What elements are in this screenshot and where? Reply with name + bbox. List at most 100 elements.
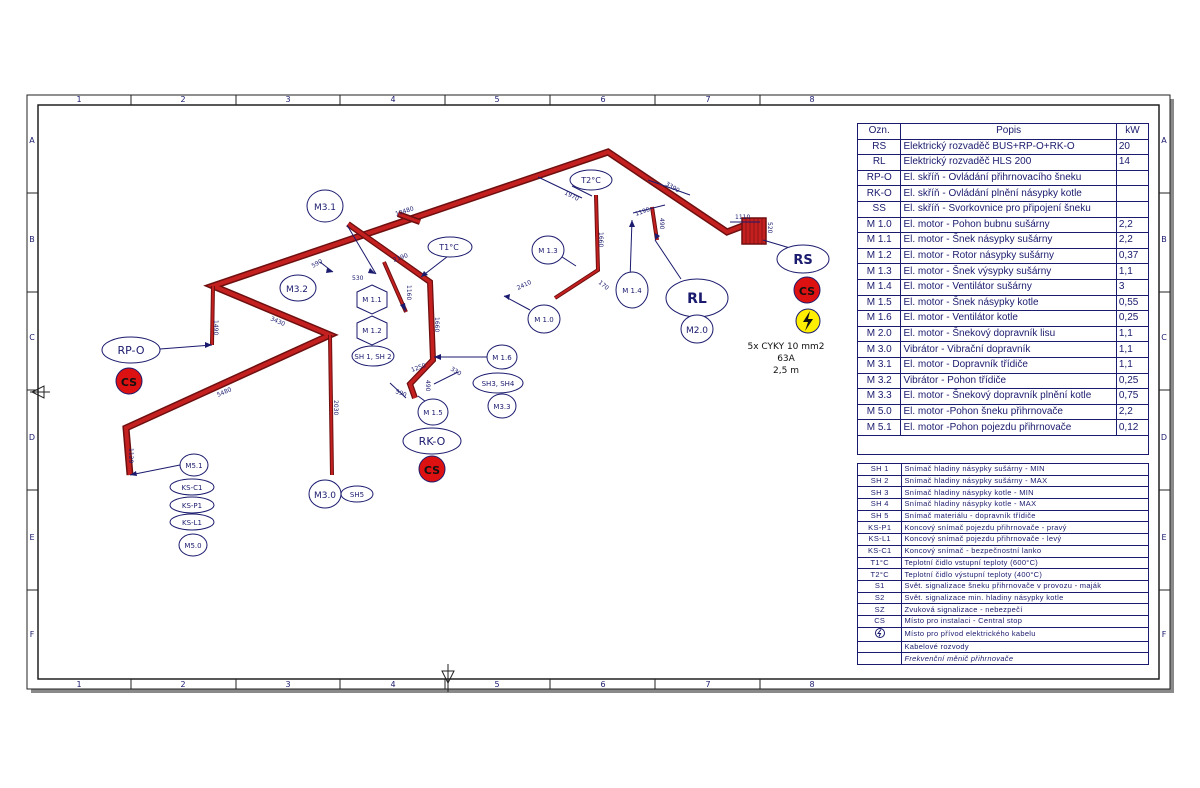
legend-cell-kw: 0,37 (1115, 247, 1150, 265)
dim-label: 490 (424, 380, 431, 392)
sensor-cell-desc: Teplotní čidlo výstupní teploty (400°C) (901, 568, 1149, 581)
cable-tray-branch-mid-face (211, 285, 214, 346)
sensor-cell-desc: Snímač hladiny násypky sušárny - MIN (901, 463, 1149, 476)
label-m3-0: M3.0 (314, 491, 336, 501)
sensor-cell-code (856, 652, 903, 665)
sensor-cell-desc: Koncový snímač pojezdu přihrnovače - lev… (901, 533, 1149, 546)
frame-row-label: A (1161, 136, 1167, 145)
dim-label: 1129 (127, 448, 134, 463)
sensor-cell-code: SH 4 (856, 498, 903, 511)
legend-cell-kw: 1,1 (1115, 263, 1150, 280)
sensor-cell-desc: Svět. signalizace min. hladiny násypky k… (901, 591, 1149, 605)
cable-tray-branch-top-face (397, 212, 421, 224)
cable-note-line: 63A (777, 354, 795, 364)
sensor-cell-desc: Místo pro instalaci - Central stop (901, 614, 1149, 628)
legend-header-desc: Popis (900, 123, 1117, 140)
sensor-cell-desc: Svět. signalizace šneku přihrnovače v pr… (901, 579, 1149, 593)
label-rl: RL (687, 291, 707, 307)
legend-cell-kw: 0,25 (1115, 310, 1150, 327)
frame-row-label: C (1161, 333, 1167, 342)
sensor-cell-desc: Kabelové rozvody (901, 640, 1149, 654)
frame-row-label: B (29, 235, 35, 244)
legend-cell-kw: 0,55 (1115, 294, 1150, 312)
frame-column-label: 6 (600, 680, 605, 689)
label-m5-0: M5.0 (184, 542, 201, 550)
label-m1-1: M 1.1 (362, 296, 381, 304)
dim-label: 2030 (332, 400, 339, 415)
frame-column-label: 8 (809, 680, 814, 689)
legend-cell-desc: El. motor -Pohon pojezdu přihrnovače (900, 419, 1117, 436)
frame-column-label: 4 (390, 95, 395, 104)
legend-cell-kw: 1,1 (1115, 341, 1150, 358)
label-m2-0: M2.0 (686, 326, 708, 336)
label-m1-3: M 1.3 (538, 247, 557, 255)
legend-header-code: Ozn. (856, 123, 902, 140)
sensor-cell-code (856, 626, 903, 642)
frame-row-label: B (1161, 235, 1167, 244)
frame-row-label: F (1162, 630, 1167, 639)
dim-label: 330 (449, 366, 463, 378)
legend-cell-code: RP-O (856, 169, 902, 187)
dim-label: 2190 (392, 252, 409, 264)
label-m1-4: M 1.4 (622, 287, 642, 295)
equipment-symbols (101, 169, 830, 557)
sensor-cell-code: T1°C (856, 556, 903, 570)
legend-cell-kw: 2,2 (1115, 403, 1150, 421)
lightning-bolt-icon (803, 311, 813, 331)
dim-label: 1190 (634, 206, 651, 218)
sensor-cell-code: KS-C1 (856, 544, 903, 558)
legend-cell-kw: 1,1 (1115, 356, 1150, 374)
legend-cell-kw (1115, 200, 1150, 218)
label-sh5: SH5 (350, 491, 364, 499)
legend-cell-code: M 1.4 (856, 278, 902, 296)
sensor-cell-desc: Koncový snímač - bezpečnostní lanko (901, 544, 1149, 558)
sensor-cell-code: KS-L1 (856, 533, 903, 546)
legend-cell-desc: El. motor - Pohon bubnu sušárny (900, 216, 1117, 234)
frame-column-label: 6 (600, 95, 605, 104)
frame-row-label: C (29, 333, 35, 342)
legend-cell-desc: El. skříň - Ovládání plnění násypky kotl… (900, 185, 1117, 202)
sensor-cell-desc: Zvuková signalizace - nebezpečí (901, 603, 1149, 616)
legend-cell-desc: Vibrátor - Pohon třídiče (900, 372, 1117, 390)
sensor-cell-code (856, 640, 903, 654)
sensor-cell-desc: Snímač hladiny násypky kotle - MIN (901, 486, 1149, 500)
sensor-cell-code: SH 1 (856, 463, 903, 476)
legend-cell-desc: El. motor - Šnek násypky kotle (900, 294, 1117, 312)
legend-cell-kw: 20 (1115, 138, 1150, 156)
label-m1-0: M 1.0 (534, 316, 553, 324)
frame-row-label: E (29, 533, 34, 542)
dim-label: 530 (352, 275, 364, 282)
frame-row-label: E (1161, 533, 1166, 542)
legend-cell-desc: El. motor - Rotor násypky sušárny (900, 247, 1117, 265)
frame-column-label: 7 (705, 680, 710, 689)
sensor-cell-desc: Místo pro přívod elektrického kabelu (901, 626, 1149, 642)
legend-cell-code: M 1.3 (856, 263, 902, 280)
legend-cell-desc: El. motor - Ventilátor sušárny (900, 278, 1117, 296)
dim-label: 520 (766, 222, 773, 234)
sensor-cell-code: SZ (856, 603, 903, 616)
legend-cell-kw: 0,12 (1115, 419, 1150, 436)
legend-cell-desc: El. motor - Šnekový dopravník lisu (900, 325, 1117, 343)
cable-note: 5x CYKY 10 mm2 63A 2,5 m (747, 342, 824, 376)
sensor-cell-desc: Teplotní čidlo vstupní teploty (600°C) (901, 556, 1149, 570)
legend-cell-desc: El. skříň - Svorkovnice pro připojení šn… (900, 200, 1117, 218)
